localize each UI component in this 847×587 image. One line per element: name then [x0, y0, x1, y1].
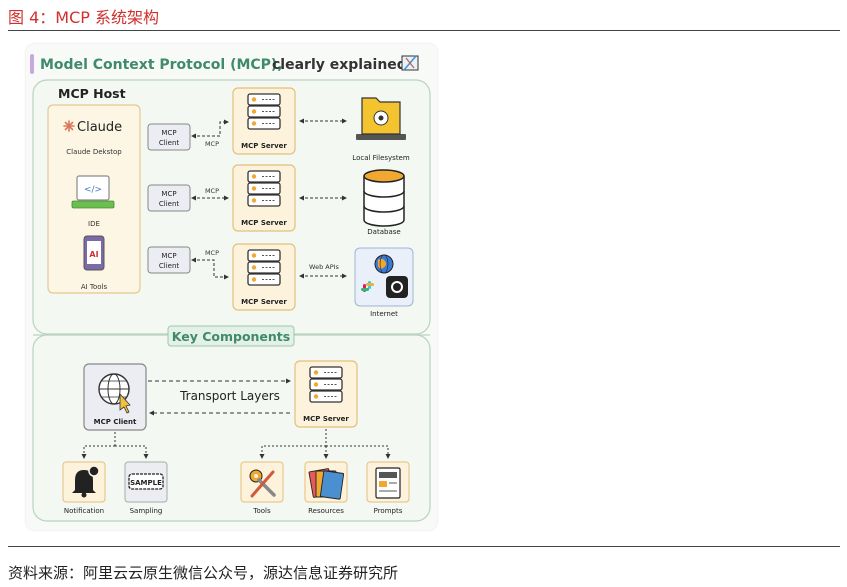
client-line2: Client [159, 139, 180, 147]
sample-stamp-icon: SAMPLE [128, 473, 164, 490]
mcp-link [191, 119, 229, 139]
notification-label: Notification [64, 507, 104, 515]
mcp-client-box [147, 184, 191, 212]
server-fan-right [326, 445, 391, 459]
ide-label: IDE [88, 220, 100, 228]
svg-text:SAMPLE: SAMPLE [130, 479, 162, 487]
folder-icon [356, 97, 406, 140]
client-line2: Client [159, 200, 180, 208]
header-accent-bar [30, 54, 34, 74]
server-label: MCP Server [241, 142, 287, 150]
key-components-badge [167, 325, 295, 347]
bell-icon [72, 465, 100, 498]
mcp-row-2: MCP Client MCP MCP Server Database [147, 164, 405, 236]
resources-label: Resources [308, 507, 344, 515]
globe-cursor-icon [98, 373, 131, 414]
mcp-client-box [147, 123, 191, 151]
svg-text:AI: AI [89, 250, 98, 259]
host-label: MCP Host [58, 86, 126, 101]
claude-logo-icon [63, 120, 75, 132]
link-label: MCP [205, 249, 219, 257]
slack-icon [361, 281, 374, 292]
top-rule [8, 30, 840, 31]
key-components-title: Key Components [172, 329, 290, 344]
ai-tools-label: AI Tools [81, 283, 108, 291]
database-icon [363, 169, 405, 227]
svg-text:</>: </> [84, 185, 102, 195]
header-subtitle: clearly explained [272, 57, 407, 73]
server-label: MCP Server [241, 298, 287, 306]
prompts-label: Prompts [374, 507, 403, 515]
mcp-link [191, 257, 229, 280]
server-fan-left [259, 445, 326, 459]
key-server-label: MCP Server [303, 415, 349, 423]
mcp-diagram: Model Context Protocol (MCP), clearly ex… [30, 54, 431, 522]
claude-name: Claude [77, 120, 122, 135]
server-icon [247, 249, 281, 286]
figure-source: 资料来源：阿里云云原生微信公众号，源达信息证券研究所 [8, 564, 399, 582]
client-line2: Client [159, 262, 180, 270]
sketch-tools-icon [401, 55, 419, 71]
header-title: Model Context Protocol (MCP), [40, 57, 283, 73]
sampling-label: Sampling [130, 507, 163, 515]
resource-label: Database [367, 228, 400, 236]
tools-icon [249, 469, 276, 498]
transport-label: Transport Layers [179, 389, 280, 403]
prompt-doc-icon [375, 467, 401, 499]
github-icon [386, 276, 408, 298]
globe-icon [374, 254, 394, 274]
claude-sublabel: Claude Dekstop [66, 148, 122, 156]
key-client-label: MCP Client [94, 418, 137, 426]
client-line1: MCP [161, 129, 176, 137]
phone-ai-icon: AI [83, 235, 105, 271]
folders-icon [308, 468, 345, 500]
link-label: MCP [205, 140, 219, 148]
server-icon [309, 366, 343, 403]
mcp-row-3: MCP Client MCP MCP Server Web APIs Inter… [147, 243, 414, 318]
bottom-rule [8, 546, 840, 547]
resource-label: Local Filesystem [352, 154, 410, 162]
link-label: MCP [205, 187, 219, 195]
figure-title: 图 4：MCP 系统架构 [8, 8, 159, 27]
server-icon [247, 93, 281, 130]
resource-link-label: Web APIs [309, 263, 340, 271]
client-line1: MCP [161, 190, 176, 198]
mcp-client-box [147, 246, 191, 274]
mcp-row-1: MCP Client MCP MCP Server Local Filesyst… [147, 87, 410, 162]
laptop-code-icon: </> [71, 175, 115, 209]
resource-label: Internet [370, 310, 398, 318]
server-icon [247, 170, 281, 207]
server-label: MCP Server [241, 219, 287, 227]
client-line1: MCP [161, 252, 176, 260]
tools-label: Tools [252, 507, 271, 515]
